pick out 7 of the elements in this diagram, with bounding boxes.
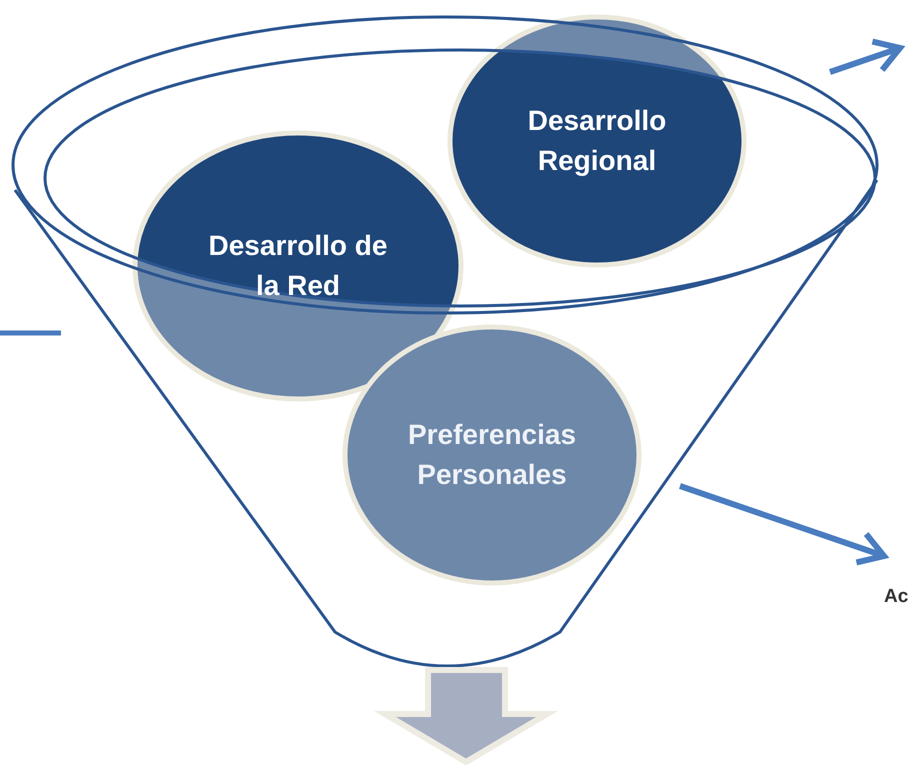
circle-label: Desarrollo Regional xyxy=(526,104,668,178)
text-label: Ac xyxy=(884,585,908,609)
circle-node xyxy=(132,130,464,402)
circle-node xyxy=(447,14,747,268)
circle-label: Preferencias Personales xyxy=(406,418,578,492)
circle-node xyxy=(342,324,642,586)
circle-label: Desarrollo de la Red xyxy=(208,229,388,303)
